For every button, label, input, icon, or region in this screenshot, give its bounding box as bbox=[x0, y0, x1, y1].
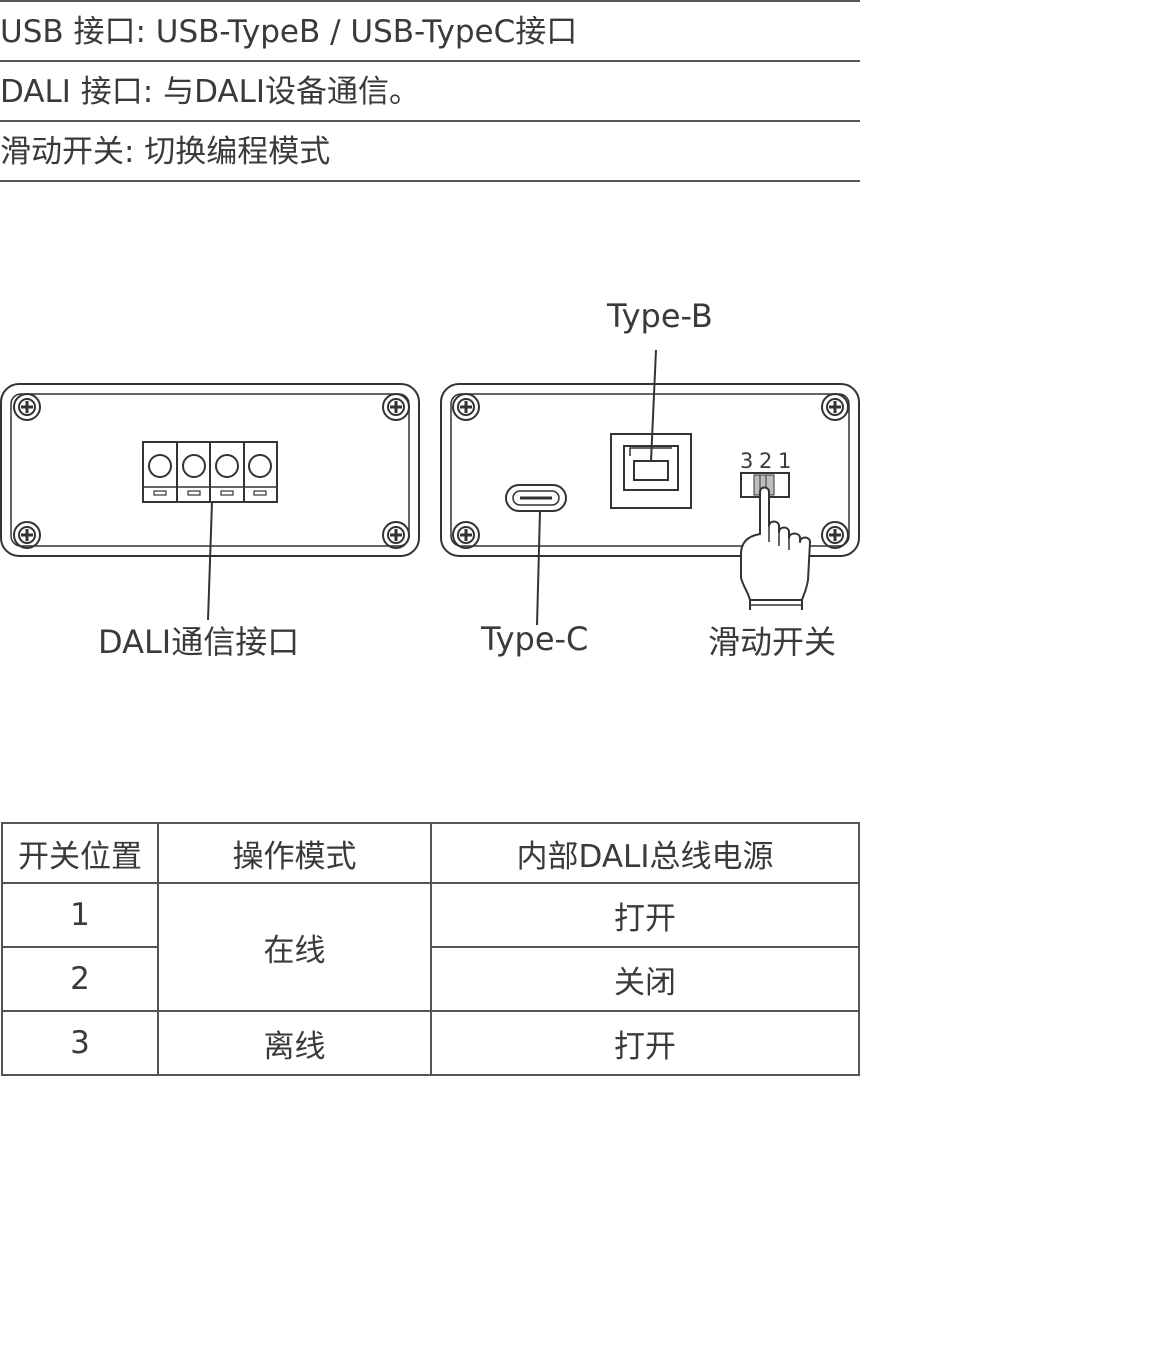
table-row: 3 离线 打开 bbox=[1, 1010, 860, 1076]
usb-type-b-port-icon bbox=[610, 433, 692, 509]
label-slide-switch: 滑动开关 bbox=[708, 623, 836, 661]
header-power: 内部DALI总线电源 bbox=[430, 822, 860, 884]
cell-mode: 离线 bbox=[157, 1010, 432, 1076]
cell-power: 打开 bbox=[430, 882, 860, 948]
screw-icon bbox=[451, 392, 481, 422]
screw-icon bbox=[381, 520, 411, 550]
screw-icon bbox=[12, 520, 42, 550]
switch-position-label: 1 bbox=[778, 449, 791, 473]
switch-mode-table: 开关位置 操作模式 内部DALI总线电源 1 在线 打开 2 关闭 3 离线 打… bbox=[1, 822, 860, 1076]
table-row: 2 关闭 bbox=[1, 946, 860, 1012]
table-row: 1 在线 打开 bbox=[1, 882, 860, 1012]
screw-icon bbox=[12, 392, 42, 422]
spec-list: USB 接口: USB-TypeB / USB-TypeC接口 DALI 接口:… bbox=[0, 0, 860, 182]
screw-icon bbox=[381, 392, 411, 422]
screw-icon bbox=[451, 520, 481, 550]
cell-mode: 在线 bbox=[157, 882, 432, 1012]
device-diagram: Type-B DALI通信接口 Type-C 滑动开关 3 2 1 bbox=[0, 297, 860, 661]
cell-position: 3 bbox=[1, 1010, 159, 1076]
header-mode: 操作模式 bbox=[157, 822, 432, 884]
switch-position-label: 2 bbox=[759, 449, 772, 473]
label-type-c: Type-C bbox=[480, 620, 588, 658]
spec-dali: DALI 接口: 与DALI设备通信。 bbox=[0, 60, 860, 120]
cell-power: 打开 bbox=[430, 1010, 860, 1076]
cell-power: 关闭 bbox=[430, 946, 860, 1012]
spec-usb: USB 接口: USB-TypeB / USB-TypeC接口 bbox=[0, 0, 860, 60]
hand-pointer-icon bbox=[740, 486, 811, 610]
left-panel bbox=[0, 383, 420, 621]
screw-icon bbox=[820, 520, 850, 550]
right-panel bbox=[440, 349, 860, 626]
usb-type-c-port-icon bbox=[505, 484, 567, 512]
table-header-row: 开关位置 操作模式 内部DALI总线电源 bbox=[1, 822, 860, 884]
label-dali-interface: DALI通信接口 bbox=[98, 623, 299, 661]
cell-position: 1 bbox=[1, 882, 159, 948]
spec-switch: 滑动开关: 切换编程模式 bbox=[0, 120, 860, 182]
switch-position-label: 3 bbox=[740, 449, 753, 473]
screw-icon bbox=[820, 392, 850, 422]
header-position: 开关位置 bbox=[1, 822, 159, 884]
dali-terminal-block-icon bbox=[142, 441, 278, 503]
cell-position: 2 bbox=[1, 946, 159, 1012]
label-type-b: Type-B bbox=[606, 297, 713, 335]
